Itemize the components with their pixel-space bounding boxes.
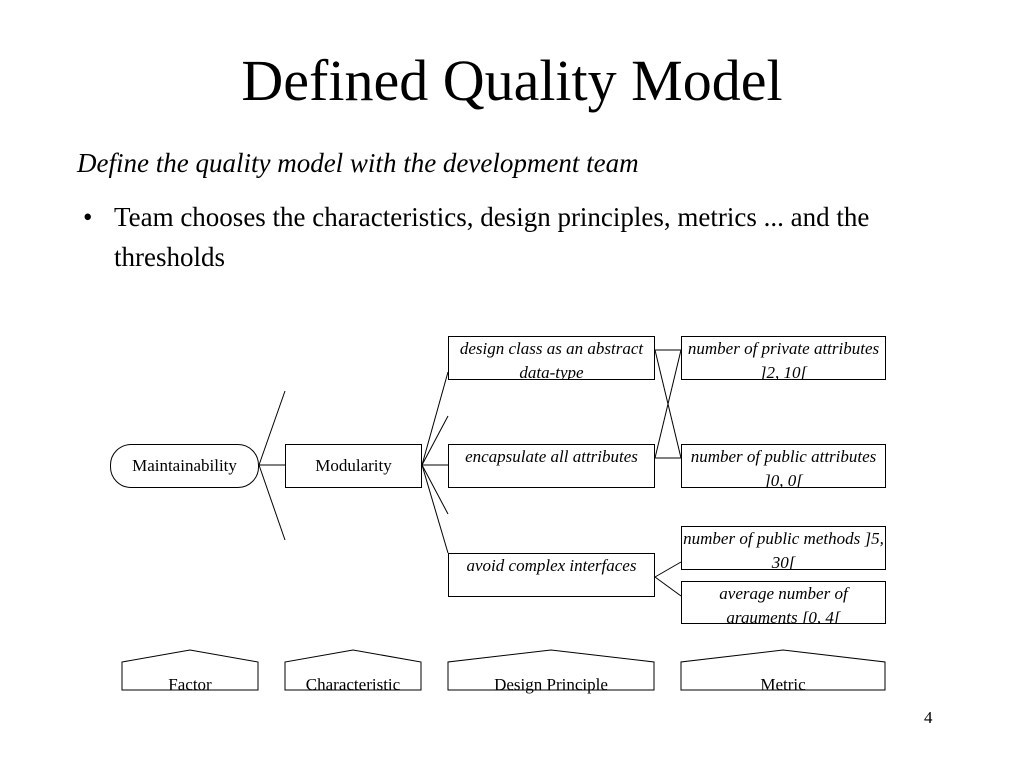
principle-metric-line-6 [654, 576, 682, 597]
design-principle-node: encapsulate all attributes [448, 444, 655, 488]
level-label-design-principle: Design Principle [494, 675, 608, 694]
level-label-characteristic: Characteristic [305, 675, 401, 694]
bullet-marker: • [83, 202, 93, 232]
bullet-point: • Team chooses the characteristics, desi… [83, 197, 963, 277]
bullet-text: Team chooses the characteristics, design… [114, 202, 870, 272]
principle-metric-line-3 [654, 349, 682, 459]
level-house-design-principle [447, 649, 655, 691]
slide-title: Defined Quality Model [241, 48, 783, 113]
characteristic-fan-line-1 [421, 371, 449, 466]
characteristic-fan-line-4 [421, 464, 449, 515]
factor-node: Maintainability [110, 444, 259, 488]
metric-node: number of private attributes ]2, 10[ [681, 336, 886, 380]
metric-node: average number of arguments [0, 4[ [681, 581, 886, 624]
principle-metric-line-5 [654, 561, 682, 578]
level-label-factor: Factor [168, 675, 212, 694]
metric-node: number of public methods ]5, 30[ [681, 526, 886, 570]
factor-fan-line-top [258, 390, 286, 466]
page-number: 4 [924, 708, 933, 727]
level-house-factor [121, 649, 259, 691]
design-principle-node: avoid complex interfaces [448, 553, 655, 597]
factor-fan-line-bottom [258, 464, 286, 541]
metric-node: number of public attributes ]0, 0[ [681, 444, 886, 488]
level-house-metric [680, 649, 886, 691]
characteristic-fan-line-2 [421, 415, 449, 466]
level-house-characteristic [284, 649, 422, 691]
characteristic-node: Modularity [285, 444, 422, 488]
design-principle-node: design class as an abstract data-type [448, 336, 655, 380]
characteristic-fan-line-5 [421, 464, 449, 554]
level-label-metric: Metric [760, 675, 806, 694]
slide-subtitle: Define the quality model with the develo… [77, 148, 639, 178]
